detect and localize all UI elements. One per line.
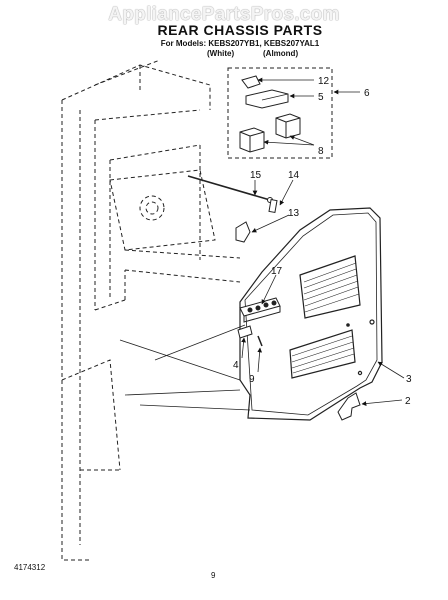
- part-9-screw: [257, 335, 263, 347]
- callout-4: 4: [233, 360, 239, 371]
- callout-17: 17: [271, 266, 283, 277]
- part-15-rod: [187, 175, 271, 201]
- variant-white: (White): [207, 49, 235, 58]
- callout-3: 3: [406, 374, 412, 385]
- part-6-group-box: [227, 67, 333, 159]
- rear-panel: [239, 207, 383, 421]
- part-14-fitting: [268, 198, 278, 214]
- variant-almond: (Almond): [263, 49, 299, 58]
- leader-lines: [241, 77, 405, 406]
- callout-15: 15: [250, 170, 262, 181]
- callouts: 12 5 6 8 15 14 13 17 4 9 3 2: [233, 76, 412, 407]
- guide-lines: [119, 324, 251, 411]
- part-12-clip: [241, 75, 261, 89]
- drawing-reference: 4174312: [14, 563, 46, 572]
- callout-13: 13: [288, 208, 300, 219]
- page-number: 9: [211, 571, 216, 580]
- model-line: For Models: KEBS207YB1, KEBS207YAL1: [160, 39, 320, 48]
- callout-12: 12: [318, 76, 330, 87]
- part-2-bracket: [337, 392, 361, 421]
- callout-9: 9: [249, 374, 255, 385]
- diagram-title: REAR CHASSIS PARTS: [157, 22, 323, 38]
- callout-5: 5: [318, 92, 324, 103]
- part-8-blocks: [239, 113, 301, 153]
- rear-wall: [109, 169, 216, 251]
- watermark: AppliancePartsPros.com: [108, 4, 340, 25]
- callout-14: 14: [288, 170, 300, 181]
- part-4-connector: [237, 325, 253, 339]
- callout-8: 8: [318, 146, 324, 157]
- callout-6: 6: [364, 88, 370, 99]
- callout-2: 2: [405, 396, 411, 407]
- chassis-outline: [61, 59, 241, 561]
- part-13-bracket: [235, 221, 251, 243]
